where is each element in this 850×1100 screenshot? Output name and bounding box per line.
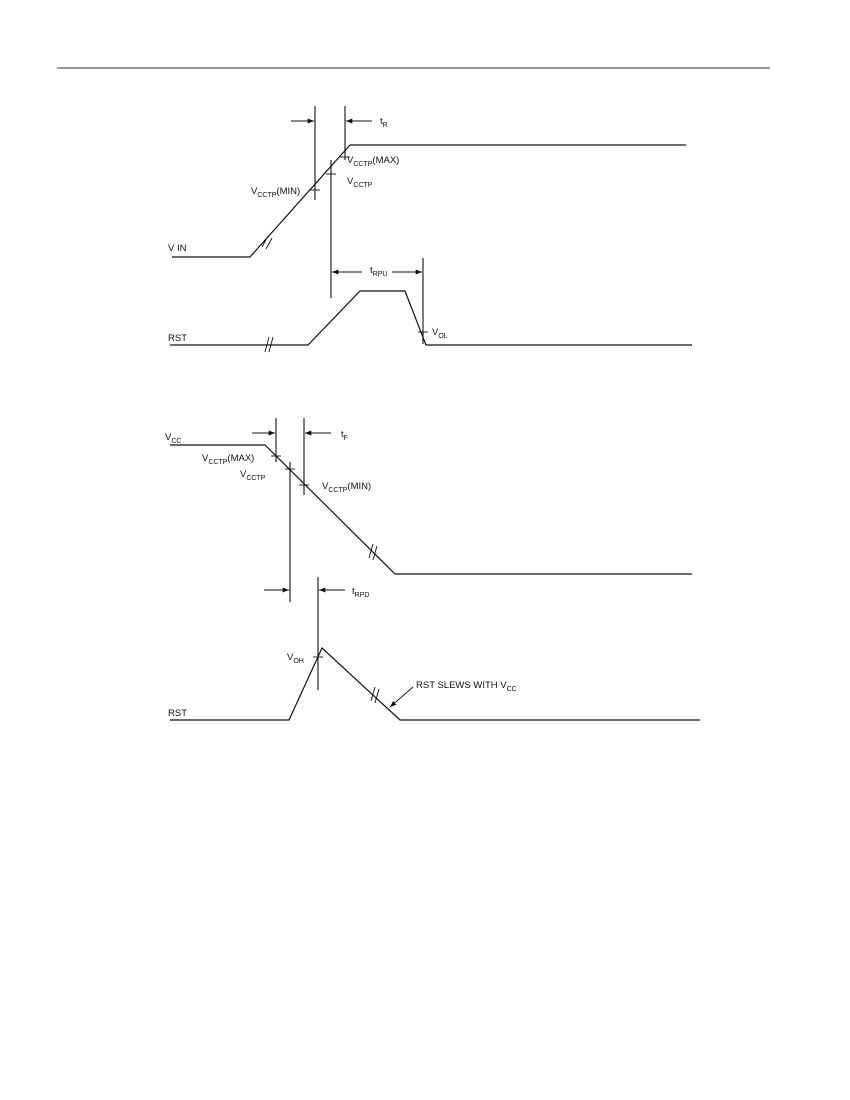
vcctp-max-label-top: VCCTP(MAX)	[347, 155, 399, 168]
power-up-diagram: V IN RST tR VCCTP(MAX) VCCTP VCCTP(MIN) …	[168, 106, 692, 353]
vin-waveform	[172, 144, 686, 258]
vol-label: VOL	[432, 327, 448, 340]
rst-powerup-waveform	[170, 290, 692, 346]
vcctp-label-bottom: VCCTP	[240, 469, 266, 482]
crossing-ticks-bottom	[271, 455, 323, 658]
rst-powerdown-waveform	[170, 646, 700, 721]
vcctp-min-label-top: VCCTP(MIN)	[251, 186, 300, 199]
crossing-ticks-top	[310, 156, 428, 333]
tr-label: tR	[380, 116, 388, 129]
slew-note-arrow	[389, 686, 414, 708]
trpu-label: tRPU	[370, 265, 387, 278]
vin-label: V IN	[168, 243, 187, 254]
slew-note-label: RST SLEWS WITH VCC	[416, 680, 517, 693]
trpd-label: tRPD	[352, 586, 369, 599]
voh-label: VOH	[287, 652, 304, 665]
rst-powerdown-break-mark	[370, 686, 380, 704]
vcctp-max-label-bottom: VCCTP(MAX)	[202, 453, 254, 466]
rst-powerdown-label: RST	[168, 708, 187, 719]
vin-break-mark	[261, 235, 273, 250]
rst-powerup-label: RST	[168, 333, 187, 344]
vcctp-min-label-bottom: VCCTP(MIN)	[322, 481, 371, 494]
tf-label: tF	[341, 429, 348, 442]
power-down-diagram: VCC tF VCCTP(MAX) VCCTP VCCTP(MIN) tRPD …	[165, 418, 700, 721]
rst-powerup-break-mark	[264, 336, 274, 353]
vcctp-label-top: VCCTP	[347, 176, 373, 189]
vcc-break-mark	[368, 543, 378, 561]
vcc-label: VCC	[165, 432, 181, 445]
vcc-waveform	[170, 444, 692, 575]
